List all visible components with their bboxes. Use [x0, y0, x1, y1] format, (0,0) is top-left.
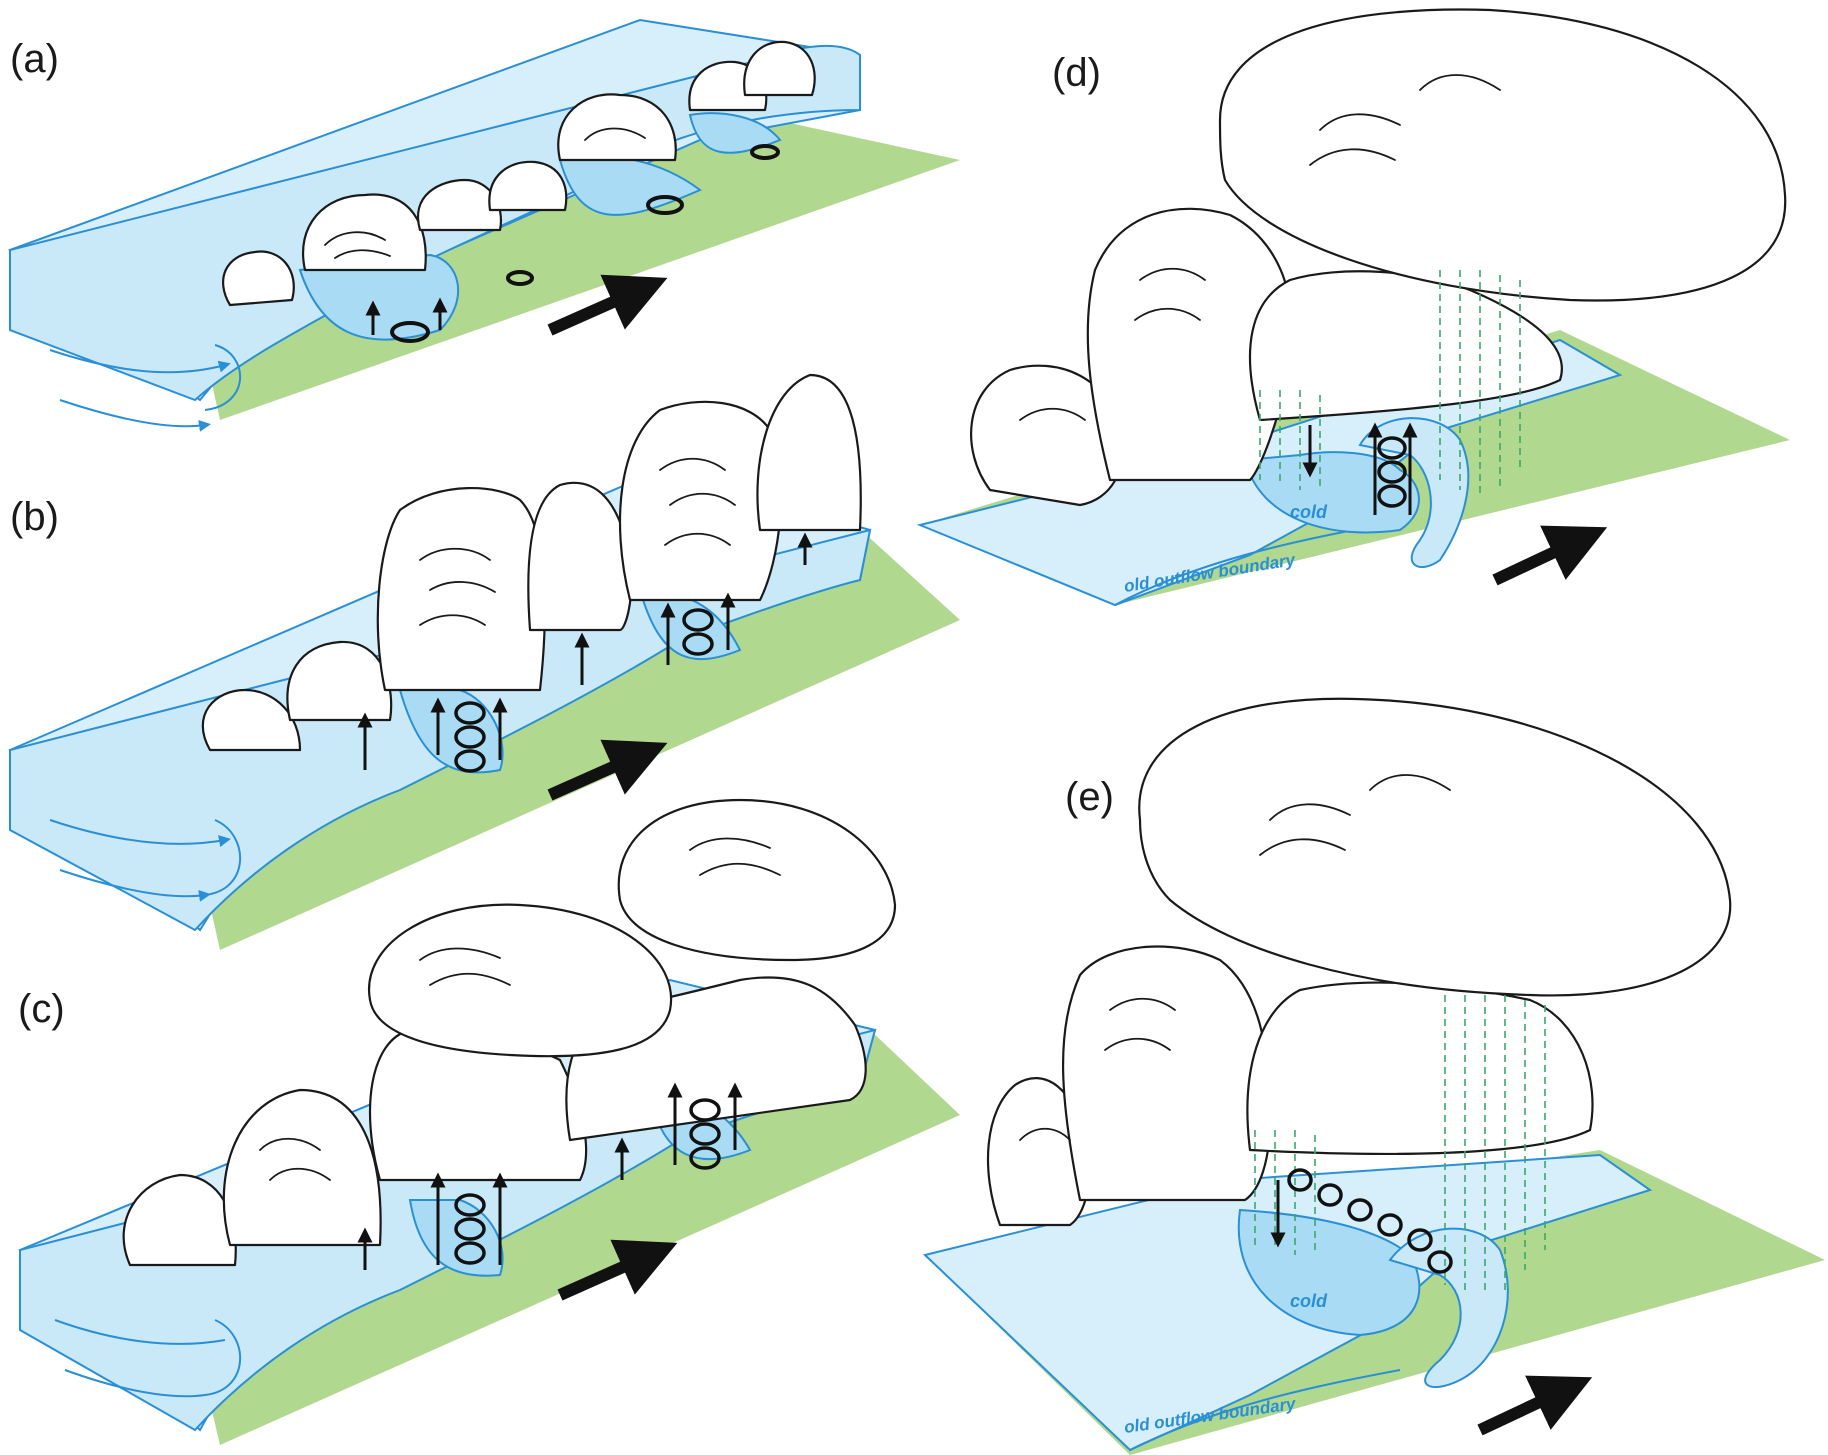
panel-b: (b) — [8, 373, 960, 950]
outflow-curl — [204, 819, 241, 896]
cloud-texture — [419, 947, 511, 986]
anvil-cloud — [617, 798, 897, 962]
cumulus-cloud — [1062, 945, 1272, 1202]
outflow-boundary-line — [1129, 1369, 1401, 1451]
panel-label: (c) — [18, 987, 65, 1031]
flow-line — [64, 1369, 206, 1398]
cumulus-cloud — [222, 1088, 382, 1247]
cold-pool-label: cold — [1290, 1291, 1328, 1311]
cumulus-cloud — [618, 400, 782, 602]
anvil-cloud — [367, 903, 673, 1058]
ground-surface — [200, 110, 960, 420]
anvil-cloud — [1218, 8, 1787, 302]
cloud-texture — [584, 127, 646, 141]
hook-echo-region — [1388, 1227, 1509, 1389]
vortex-chain-icon — [1287, 1168, 1453, 1274]
cloud-texture — [324, 231, 391, 259]
cumulus-cloud — [1248, 270, 1563, 422]
storm-motion-arrow — [557, 1239, 678, 1301]
cumulus-cloud — [222, 250, 295, 307]
panel-e: cold old outflow boundary (e) — [922, 697, 1825, 1455]
cumulus-cloud — [286, 640, 393, 722]
cumulus-cloud — [417, 178, 503, 232]
flow-line — [49, 819, 231, 847]
rain-shaft — [1254, 995, 1546, 1295]
cumulus-cloud — [201, 688, 302, 752]
panel-a: (a) — [7, 18, 960, 432]
ground-surface — [200, 520, 960, 950]
storm-motion-arrow — [1492, 525, 1608, 586]
cloud-texture — [419, 547, 496, 626]
panel-c: (c) — [18, 798, 960, 1445]
gust-front-bulge — [298, 253, 459, 341]
vortex-stack-icon — [454, 1098, 721, 1265]
cumulus-cloud — [376, 487, 546, 692]
cloud-texture — [1309, 74, 1501, 166]
cumulus-cloud — [488, 160, 568, 212]
storm-motion-arrow — [1477, 1375, 1593, 1436]
vortex-rotation-icon — [506, 270, 534, 286]
cloud-texture — [659, 457, 736, 546]
ground-surface — [200, 1030, 960, 1445]
gust-front-bulge — [688, 112, 782, 154]
panel-label: (e) — [1065, 775, 1114, 819]
cloud-texture — [689, 837, 781, 876]
cumulus-cloud — [743, 40, 816, 97]
rain-shaft — [1259, 270, 1521, 495]
storm-motion-arrow — [547, 739, 668, 801]
panel-label: (d) — [1052, 51, 1101, 95]
cumulus-cloud — [756, 373, 862, 532]
storm-motion-arrow — [547, 274, 668, 336]
cloud-texture — [259, 1137, 331, 1181]
vortex-stack-icon — [454, 608, 714, 773]
cloud-texture — [1259, 774, 1451, 856]
vortex-rotation-icon — [750, 144, 780, 160]
vortex-stack-icon — [1377, 436, 1407, 508]
outflow-curl — [204, 344, 241, 411]
cumulus-cloud — [970, 364, 1124, 507]
flow-line — [59, 869, 211, 902]
panel-label: (a) — [10, 37, 59, 81]
cold-pool-label: cold — [1290, 502, 1328, 522]
cloud-texture — [1019, 267, 1206, 421]
panel-d: cold old outflow boundary (d) — [916, 8, 1790, 607]
flow-line — [54, 1319, 226, 1345]
flow-line — [49, 349, 231, 374]
flow-line — [59, 399, 211, 432]
panel-label: (b) — [10, 495, 59, 539]
anvil-cloud — [1138, 697, 1732, 997]
vortex-rotation-icon — [646, 195, 684, 215]
vortex-rotation-icon — [390, 321, 430, 343]
cumulus-cloud — [1246, 981, 1594, 1156]
hook-echo-region — [1358, 417, 1470, 569]
cumulus-cloud — [527, 481, 633, 632]
cloud-texture — [1019, 997, 1176, 1141]
cumulus-cloud — [557, 93, 677, 162]
outflow-curl — [204, 1319, 241, 1396]
